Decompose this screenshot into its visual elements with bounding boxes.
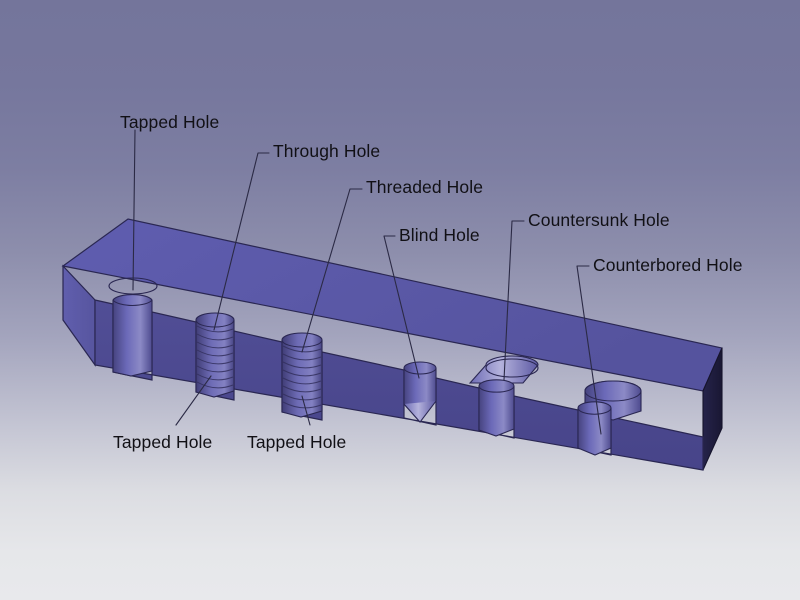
label-tapped-hole-bottom-2: Tapped Hole xyxy=(247,432,347,452)
feature-through-hole xyxy=(195,312,235,398)
block-left-end-face xyxy=(62,264,96,367)
label-counterbored-hole: Counterbored Hole xyxy=(593,255,743,275)
label-tapped-hole-bottom-1: Tapped Hole xyxy=(113,432,213,452)
leader-lines xyxy=(132,129,602,435)
feature-counterbored-hole xyxy=(577,380,642,456)
leader-tapped-hole-top-left xyxy=(132,129,136,291)
label-countersunk-hole: Countersunk Hole xyxy=(528,210,670,230)
leader-threaded-hole xyxy=(301,188,363,353)
label-threaded-hole: Threaded Hole xyxy=(366,177,484,197)
leader-tapped-bottom-2 xyxy=(301,395,311,426)
leader-countersunk xyxy=(503,220,525,381)
leader-counterbored xyxy=(576,265,602,435)
leader-tapped-bottom-1 xyxy=(175,375,212,426)
feature-tapped-hole-left xyxy=(108,277,158,377)
label-tapped-hole-top-left: Tapped Hole xyxy=(120,112,220,132)
label-through-hole: Through Hole xyxy=(273,141,381,161)
leader-blind-hole xyxy=(383,235,420,379)
label-blind-hole: Blind Hole xyxy=(399,225,480,245)
solid-block-body xyxy=(61,218,723,471)
feature-blind-hole xyxy=(403,361,437,423)
feature-threaded-hole xyxy=(281,332,323,418)
leader-through-hole xyxy=(213,152,270,331)
